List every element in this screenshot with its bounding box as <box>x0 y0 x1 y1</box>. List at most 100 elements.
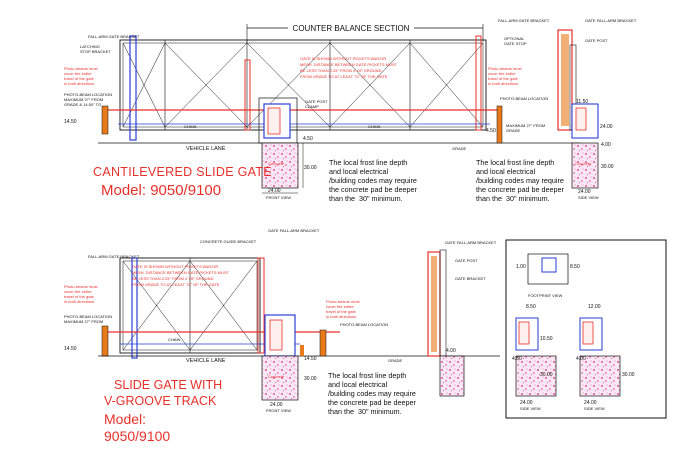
gate1-title: CANTILEVERED SLIDE GATE <box>93 165 272 179</box>
gate1-note-right: The local frost line depth and local ele… <box>476 158 564 203</box>
svg-text:30.00: 30.00 <box>622 372 635 378</box>
svg-text:14.50: 14.50 <box>64 119 77 125</box>
svg-text:GATE POST: GATE POST <box>305 99 328 104</box>
svg-text:24.00: 24.00 <box>520 400 533 406</box>
svg-text:8.50: 8.50 <box>526 304 536 310</box>
svg-text:FRONT VIEW: FRONT VIEW <box>266 195 291 200</box>
svg-text:11.50: 11.50 <box>576 99 588 105</box>
svg-text:travel of the gate: travel of the gate <box>64 76 95 81</box>
gate1-model: Model: 9050/9100 <box>101 182 222 199</box>
svg-text:SIDE VIEW: SIDE VIEW <box>578 195 599 200</box>
svg-text:30.00: 30.00 <box>304 165 317 171</box>
gate2-model: Model: <box>104 411 147 427</box>
svg-text:24.00: 24.00 <box>600 124 613 130</box>
svg-text:GATE BRACKET: GATE BRACKET <box>455 276 486 281</box>
svg-text:STOP BRACKET: STOP BRACKET <box>80 49 111 54</box>
svg-text:Photo-beams must: Photo-beams must <box>488 66 522 71</box>
svg-text:MAXIMUM 27" FROM: MAXIMUM 27" FROM <box>506 123 545 128</box>
svg-text:GRADE & 14.50" TO: GRADE & 14.50" TO <box>64 102 101 107</box>
svg-text:GATE POST: GATE POST <box>585 38 608 43</box>
svg-text:GATE STOP: GATE STOP <box>504 41 527 46</box>
svg-text:MAXIMUM 27" FROM: MAXIMUM 27" FROM <box>64 97 103 102</box>
svg-text:4.50: 4.50 <box>303 136 313 142</box>
svg-text:in both directions: in both directions <box>64 81 94 86</box>
counter-balance-label: COUNTER BALANCE SECTION <box>293 24 410 33</box>
svg-text:Photo-beams must: Photo-beams must <box>64 66 98 71</box>
concrete-pad-front-1 <box>261 142 299 189</box>
svg-text:FALL-ARM GATE BRACKET: FALL-ARM GATE BRACKET <box>88 254 140 259</box>
svg-text:24.00: 24.00 <box>584 400 597 406</box>
svg-text:4.00: 4.00 <box>446 348 456 354</box>
svg-text:Concrete: Concrete <box>268 161 285 166</box>
svg-text:FOOTPRINT VIEW: FOOTPRINT VIEW <box>528 293 563 298</box>
svg-text:GATE FALL-ARM BRACKET: GATE FALL-ARM BRACKET <box>445 240 497 245</box>
svg-text:cover the entire: cover the entire <box>64 289 92 294</box>
svg-text:Concrete: Concrete <box>575 161 592 166</box>
svg-text:14.50: 14.50 <box>64 346 77 352</box>
svg-text:14.50: 14.50 <box>304 356 317 362</box>
svg-text:30.00: 30.00 <box>601 164 614 170</box>
svg-text:cover the entire: cover the entire <box>488 71 516 76</box>
gate2-model-number: 9050/9100 <box>104 428 171 444</box>
svg-text:Concrete: Concrete <box>268 374 285 379</box>
svg-text:GATE FALL-ARM BRACKET: GATE FALL-ARM BRACKET <box>268 228 320 233</box>
svg-text:travel of the gate: travel of the gate <box>64 294 95 299</box>
detail-box: 1.00 8.50 FOOTPRINT VIEW 10.50 4.50 30.0… <box>505 239 667 419</box>
svg-text:4.50: 4.50 <box>486 128 496 134</box>
svg-text:12.00: 12.00 <box>588 304 601 310</box>
cantilever-gate-drawing: COUNTER BALANCE SECTION CHAIN CHAIN GATE… <box>64 18 637 200</box>
svg-text:MAXIMUM 27" FROM: MAXIMUM 27" FROM <box>64 319 103 324</box>
svg-text:cover the entire: cover the entire <box>64 71 92 76</box>
svg-text:GATE FALL-ARM BRACKET: GATE FALL-ARM BRACKET <box>585 18 637 23</box>
svg-text:4.00: 4.00 <box>576 356 586 362</box>
svg-text:PHOTO-BEAM LOCATION: PHOTO-BEAM LOCATION <box>500 96 548 101</box>
svg-text:GATE IS SHOWN WITHOUT PICKETS: GATE IS SHOWN WITHOUT PICKETS AND/OR <box>132 264 218 269</box>
svg-text:MESH. DISTANCE BETWEEN GATE PI: MESH. DISTANCE BETWEEN GATE PICKETS MUST <box>300 62 398 67</box>
svg-text:FRONT VIEW: FRONT VIEW <box>266 408 291 413</box>
svg-text:30.00: 30.00 <box>540 372 553 378</box>
svg-text:GRADE: GRADE <box>506 128 521 133</box>
svg-text:in both directions: in both directions <box>488 81 518 86</box>
svg-text:in both directions: in both directions <box>326 314 356 319</box>
concrete-pad-side-1 <box>571 142 599 189</box>
gate2-note: The local frost line depth and local ele… <box>328 371 416 416</box>
svg-text:Photo-beams must: Photo-beams must <box>64 284 98 289</box>
svg-text:CHAIN: CHAIN <box>368 124 381 129</box>
svg-text:24.00: 24.00 <box>270 402 283 408</box>
svg-text:cover the entire: cover the entire <box>326 304 354 309</box>
svg-text:GRADE: GRADE <box>452 146 467 151</box>
svg-text:CONCRETE GUIDE BRACKET: CONCRETE GUIDE BRACKET <box>200 239 257 244</box>
svg-text:MESH. DISTANCE BETWEEN GATE PI: MESH. DISTANCE BETWEEN GATE PICKETS MUST <box>132 270 230 275</box>
svg-text:24.00: 24.00 <box>578 189 591 195</box>
svg-text:PHOTO-BEAM LOCATION: PHOTO-BEAM LOCATION <box>64 314 112 319</box>
svg-text:GRADE: GRADE <box>388 358 403 363</box>
svg-text:BE LESS THAN 2.25" FROM 4' OF: BE LESS THAN 2.25" FROM 4' OF GROUND <box>300 68 382 73</box>
svg-text:8.50: 8.50 <box>570 264 580 270</box>
svg-text:GATE POST: GATE POST <box>455 258 478 263</box>
svg-text:CHAIN: CHAIN <box>168 337 181 342</box>
svg-text:Photo-beams must: Photo-beams must <box>326 299 360 304</box>
concrete-pad-front-2 <box>261 355 299 401</box>
svg-text:30.00: 30.00 <box>304 376 317 382</box>
svg-text:VEHICLE LANE: VEHICLE LANE <box>186 146 226 152</box>
svg-text:PHOTO-BEAM LOCATION: PHOTO-BEAM LOCATION <box>340 322 388 327</box>
svg-text:VEHICLE LANE: VEHICLE LANE <box>186 358 226 364</box>
svg-text:CHAIN: CHAIN <box>184 124 197 129</box>
svg-text:4.00: 4.00 <box>601 142 611 148</box>
svg-text:BE LESS THAN 2.25" FROM 4' OF: BE LESS THAN 2.25" FROM 4' OF GROUND <box>132 276 214 281</box>
vgroove-gate-drawing: CHAIN GATE IS SHOWN WITHOUT PICKETS AND/… <box>64 228 500 413</box>
svg-text:OPTIONAL: OPTIONAL <box>504 36 525 41</box>
svg-text:FALL-ARM GATE BRACKET: FALL-ARM GATE BRACKET <box>88 34 140 39</box>
svg-text:GATE IS SHOWN WITHOUT PICKETS: GATE IS SHOWN WITHOUT PICKETS AND/OR <box>300 56 386 61</box>
svg-text:FROM GRADE TO AT LEAST 72" OF: FROM GRADE TO AT LEAST 72" OF THE GATE <box>132 282 220 287</box>
svg-text:in both directions: in both directions <box>64 299 94 304</box>
svg-text:24.00: 24.00 <box>268 188 281 194</box>
svg-text:LATCHING: LATCHING <box>80 44 100 49</box>
svg-text:10.50: 10.50 <box>540 336 553 342</box>
gate1-note: The local frost line depth and local ele… <box>329 158 417 203</box>
svg-text:4.50: 4.50 <box>512 356 522 362</box>
svg-text:FROM GRADE TO AT LEAST 72" OF: FROM GRADE TO AT LEAST 72" OF THE GATE <box>300 74 388 79</box>
gate2-title-line2: V-GROOVE TRACK <box>104 394 217 408</box>
svg-text:PHOTO-BEAM LOCATION: PHOTO-BEAM LOCATION <box>64 92 112 97</box>
